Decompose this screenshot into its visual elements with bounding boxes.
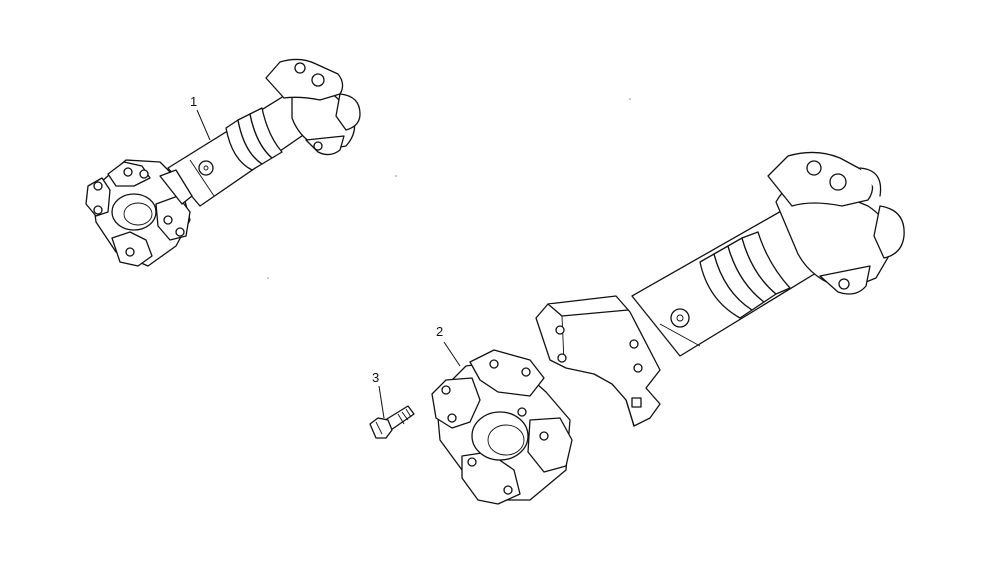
universal-joint-cross — [431, 349, 573, 505]
leader-line-3 — [378, 385, 385, 419]
speck — [395, 175, 397, 177]
callout-3: 3 — [372, 370, 379, 385]
callout-1: 1 — [190, 94, 197, 109]
drive-shaft-assembly-small — [85, 58, 361, 267]
speck — [267, 277, 269, 279]
leader-line-1 — [196, 109, 211, 141]
hex-bolt — [369, 405, 415, 439]
drive-shaft-assembly-large — [535, 151, 905, 427]
leader-line-2 — [443, 341, 461, 367]
callout-2: 2 — [436, 324, 443, 339]
speck — [629, 98, 631, 100]
